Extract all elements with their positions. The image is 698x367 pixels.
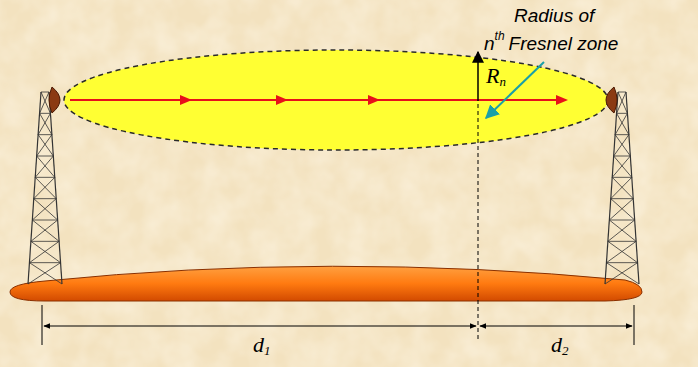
split-dashed-line	[478, 104, 479, 340]
distance-symbol: d	[551, 333, 562, 357]
right-dish	[606, 87, 617, 113]
callout-text: n	[484, 34, 495, 55]
left-tower	[28, 92, 62, 284]
distance-subscript: 1	[264, 344, 271, 358]
distance-subscript: 2	[562, 344, 569, 358]
distance-symbol: d	[253, 333, 264, 357]
dim-tick	[42, 305, 43, 345]
radius-arrow	[477, 52, 479, 101]
earth-bulge	[10, 266, 642, 301]
callout-leader	[486, 62, 544, 118]
dim-tick	[634, 305, 635, 345]
callout-text: Radius of	[514, 6, 594, 27]
ray-line	[70, 99, 560, 101]
d1-dimension	[44, 326, 476, 327]
callout-text: Fresnel zone	[509, 34, 619, 55]
callout-superscript: th	[495, 30, 505, 43]
ray-arrowheads	[180, 95, 568, 105]
left-dish	[49, 87, 60, 113]
d2-dimension	[480, 326, 632, 327]
fresnel-ellipse	[64, 50, 608, 150]
radius-subscript: n	[499, 75, 506, 89]
radius-symbol: R	[486, 64, 499, 88]
right-tower	[605, 92, 639, 284]
